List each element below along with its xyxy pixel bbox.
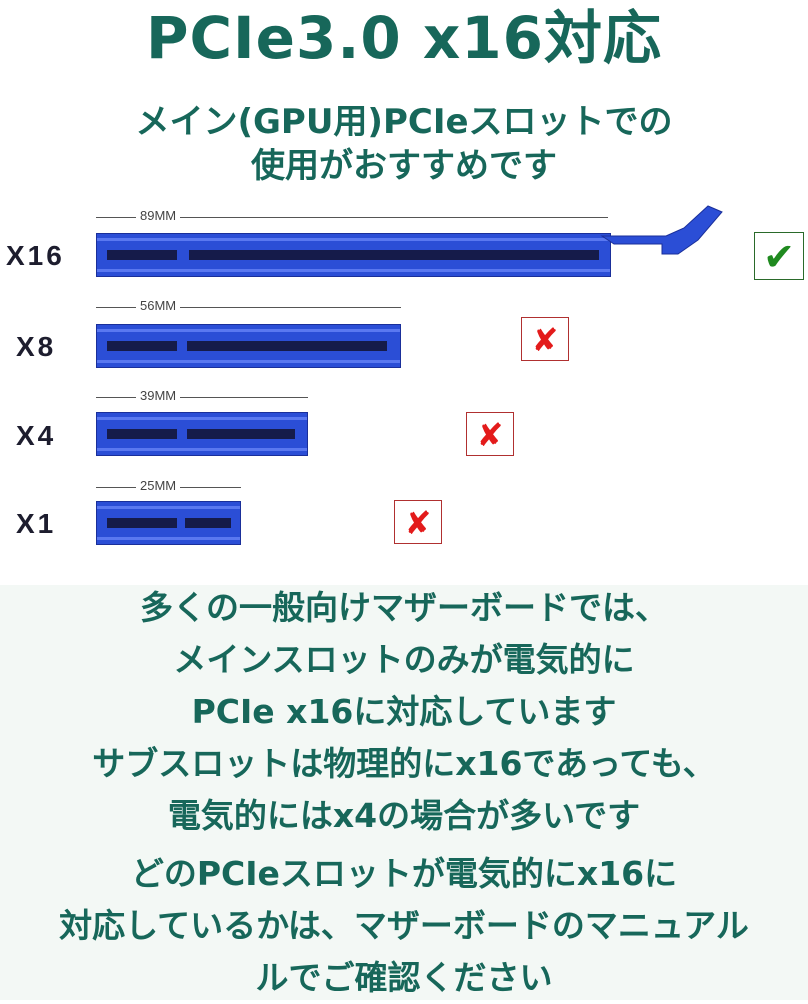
explanation-paragraph-1: 多くの一般向けマザーボードでは、 メインスロットのみが電気的に PCIe x16…	[0, 582, 808, 842]
slot-label-x16: X16	[6, 240, 65, 271]
pcie-slot-x8	[96, 324, 401, 368]
paragraph-1-line-3: PCIe x16に対応しています	[191, 692, 617, 731]
slot-label-x8: X8	[16, 331, 57, 362]
dimension-label-x8: 56MM	[136, 298, 181, 313]
paragraph-2-line-2: 対応しているかは、マザーボードのマニュアル	[59, 906, 749, 945]
dimension-x4: 39MM	[96, 388, 308, 404]
pcie-slot-x16	[96, 233, 611, 277]
subtitle: メイン(GPU用)PCIeスロットでの 使用がおすすめです	[0, 100, 808, 188]
status-x-icon-x4: ✘	[466, 412, 514, 456]
paragraph-1-line-1: 多くの一般向けマザーボードでは、	[140, 588, 668, 627]
explanation-paragraph-2: どのPCIeスロットが電気的にx16に 対応しているかは、マザーボードのマニュア…	[0, 848, 808, 1004]
dimension-x16: 89MM	[96, 208, 608, 224]
dimension-x1: 25MM	[96, 478, 241, 494]
paragraph-1-line-5: 電気的にはx4の場合が多いです	[167, 796, 641, 835]
dimension-label-x1: 25MM	[136, 478, 181, 493]
pcie-slot-x1	[96, 501, 241, 545]
pcie-slot-x4	[96, 412, 308, 456]
paragraph-2-line-1: どのPCIeスロットが電気的にx16に	[130, 854, 678, 893]
paragraph-1-line-4: サブスロットは物理的にx16であっても、	[92, 744, 716, 783]
slot-label-x1: X1	[16, 508, 57, 539]
page-title: PCIe3.0 x16対応	[145, 4, 663, 72]
paragraph-1-line-2: メインスロットのみが電気的に	[173, 640, 635, 679]
dimension-label-x4: 39MM	[136, 388, 181, 403]
slot-label-x4: X4	[16, 420, 57, 451]
dimension-label-x16: 89MM	[136, 208, 181, 223]
status-x-icon-x8: ✘	[521, 317, 569, 361]
status-check-icon-x16: ✔	[754, 232, 804, 280]
subtitle-line-2: 使用がおすすめです	[251, 146, 557, 186]
subtitle-line-1: メイン(GPU用)PCIeスロットでの	[135, 102, 673, 142]
status-x-icon-x1: ✘	[394, 500, 442, 544]
explanation-panel	[0, 585, 808, 1000]
slot-latch-icon	[600, 205, 723, 255]
paragraph-2-line-3: ルでご確認ください	[255, 958, 553, 997]
dimension-x8: 56MM	[96, 298, 401, 314]
